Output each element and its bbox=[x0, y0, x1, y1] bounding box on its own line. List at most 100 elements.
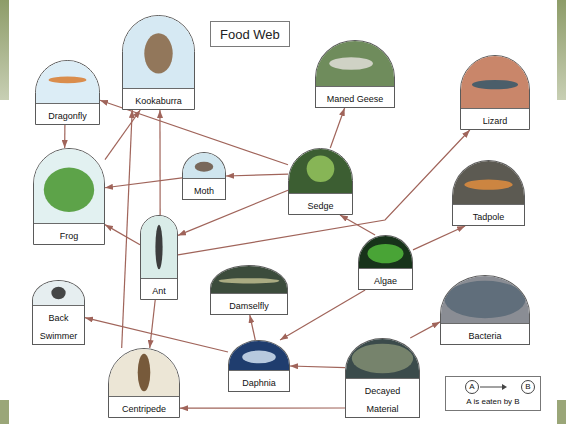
organism-illustration bbox=[453, 161, 524, 204]
organism-name: Ant bbox=[152, 286, 166, 296]
organism-illustration bbox=[359, 236, 412, 268]
organism-illustration bbox=[229, 341, 289, 370]
label-strip: Algae bbox=[359, 268, 412, 289]
organism-illustration bbox=[123, 16, 194, 88]
label-strip: Decayed Material bbox=[346, 378, 419, 417]
organism-illustration bbox=[441, 276, 529, 323]
organism-picture bbox=[123, 16, 194, 88]
eaten-by-arrow bbox=[150, 300, 155, 348]
organism-card: Moth bbox=[182, 152, 226, 200]
eaten-by-arrow bbox=[330, 108, 344, 148]
eaten-by-arrow bbox=[250, 315, 256, 340]
organism-illustration bbox=[183, 153, 225, 178]
title-text: Food Web bbox=[220, 27, 280, 42]
organism-illustration bbox=[36, 61, 99, 103]
organism-picture bbox=[453, 161, 524, 204]
organism-card: Centripede bbox=[108, 348, 180, 418]
organism-name: Maned Geese bbox=[327, 94, 384, 104]
eaten-by-arrow bbox=[413, 226, 465, 250]
organism-name: Frog bbox=[60, 231, 79, 241]
organism-name: Tadpole bbox=[473, 212, 505, 222]
grass-strip bbox=[557, 0, 566, 100]
organism-name: Daphnia bbox=[242, 378, 276, 388]
organism-card: Lizard bbox=[460, 55, 530, 130]
label-strip: Daphnia bbox=[229, 370, 289, 391]
eaten-by-arrow bbox=[159, 110, 160, 215]
eaten-by-arrow bbox=[85, 318, 228, 352]
eaten-by-arrow bbox=[410, 322, 440, 338]
organism-card: Ant bbox=[140, 215, 178, 300]
label-strip: Ant bbox=[141, 278, 177, 299]
organism-name: Centripede bbox=[122, 404, 166, 414]
organism-card: Sedge bbox=[288, 148, 353, 215]
legend-circle-letter: A bbox=[465, 380, 479, 394]
eaten-by-arrow bbox=[105, 110, 140, 160]
label-strip: Sedge bbox=[289, 193, 352, 214]
eaten-by-arrow bbox=[178, 130, 470, 255]
label-strip: Kookaburra bbox=[123, 88, 194, 109]
organism-illustration bbox=[109, 349, 179, 396]
organism-name: Bacteria bbox=[468, 331, 501, 341]
label-strip: Maned Geese bbox=[316, 86, 394, 107]
organism-card: Damselfly bbox=[210, 265, 288, 315]
grass-strip bbox=[0, 0, 9, 100]
legend-text: A is eaten by B bbox=[446, 397, 540, 407]
label-strip: Centripede bbox=[109, 396, 179, 417]
label-strip: Tadpole bbox=[453, 204, 524, 225]
organism-name: Damselfly bbox=[229, 301, 269, 311]
organism-illustration bbox=[316, 41, 394, 86]
organism-card: Decayed Material bbox=[345, 338, 420, 418]
organism-picture bbox=[34, 149, 104, 223]
eaten-by-arrow bbox=[340, 215, 375, 235]
label-strip: Bacteria bbox=[441, 323, 529, 344]
organism-card: Frog bbox=[33, 148, 105, 245]
organism-illustration bbox=[461, 56, 529, 108]
grass-strip bbox=[0, 400, 9, 424]
eaten-by-arrow bbox=[280, 290, 365, 340]
eaten-by-arrow bbox=[105, 225, 140, 245]
organism-card: Daphnia bbox=[228, 340, 290, 392]
organism-card: Maned Geese bbox=[315, 40, 395, 108]
organism-picture bbox=[461, 56, 529, 108]
organism-picture bbox=[359, 236, 412, 268]
label-strip: Dragonfly bbox=[36, 103, 99, 124]
label-strip: Lizard bbox=[461, 108, 529, 129]
legend-circle-letter: B bbox=[521, 380, 535, 394]
eaten-by-arrow bbox=[64, 125, 65, 148]
label-strip: Back Swimmer bbox=[33, 305, 84, 344]
organism-illustration bbox=[346, 339, 419, 378]
organism-illustration bbox=[33, 281, 84, 305]
organism-picture bbox=[109, 349, 179, 396]
label-strip: Damselfly bbox=[211, 293, 287, 314]
eaten-by-arrow bbox=[226, 174, 288, 176]
organism-picture bbox=[316, 41, 394, 86]
organism-card: Bacteria bbox=[440, 275, 530, 345]
organism-card: Tadpole bbox=[452, 160, 525, 226]
organism-name: Algae bbox=[374, 276, 397, 286]
organism-illustration bbox=[211, 266, 287, 293]
organism-illustration bbox=[141, 216, 177, 278]
organism-card: Dragonfly bbox=[35, 60, 100, 125]
organism-picture bbox=[33, 281, 84, 305]
organism-name: Dragonfly bbox=[48, 111, 87, 121]
organism-card: Algae bbox=[358, 235, 413, 290]
label-strip: Moth bbox=[183, 178, 225, 199]
organism-picture bbox=[229, 341, 289, 370]
organism-name: Moth bbox=[194, 186, 214, 196]
eaten-by-arrow bbox=[180, 407, 345, 408]
label-strip: Frog bbox=[34, 223, 104, 244]
organism-card: Kookaburra bbox=[122, 15, 195, 110]
legend-box: A B A is eaten by B bbox=[445, 376, 541, 411]
organism-illustration bbox=[289, 149, 352, 193]
grass-strip bbox=[557, 400, 566, 424]
organism-picture bbox=[141, 216, 177, 278]
organism-name: Lizard bbox=[483, 116, 508, 126]
organism-illustration bbox=[34, 149, 104, 223]
organism-picture bbox=[183, 153, 225, 178]
organism-card: Back Swimmer bbox=[32, 280, 85, 345]
eaten-by-arrow bbox=[105, 178, 182, 188]
eaten-by-arrow bbox=[290, 366, 345, 368]
organism-picture bbox=[289, 149, 352, 193]
